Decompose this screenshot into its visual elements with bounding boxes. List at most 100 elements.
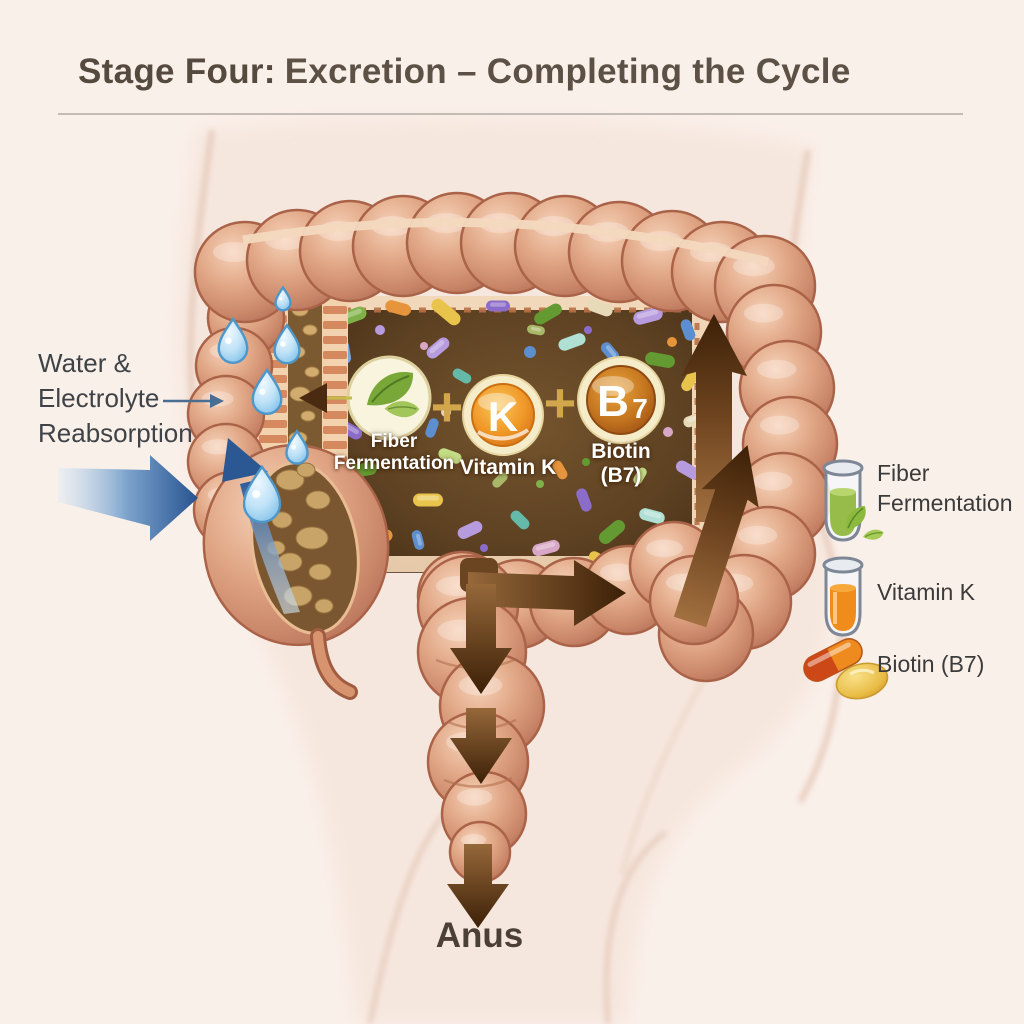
haustra-highlight <box>759 415 800 435</box>
haustra-highlight <box>201 439 234 455</box>
test-tube-fiber-icon <box>822 459 884 544</box>
bacterium-body <box>558 333 586 351</box>
bacterium-body <box>534 303 562 325</box>
pebble <box>296 462 316 478</box>
legend-label-biotin: Biotin (B7) <box>877 651 985 677</box>
b7-digit-7: 7 <box>632 393 648 424</box>
bacterium-body <box>576 488 592 512</box>
bacterium-dot <box>667 337 677 347</box>
label-pointer-head <box>210 394 224 408</box>
water-droplets <box>219 288 308 522</box>
bacterium <box>385 300 411 316</box>
fiber-label-line: Fiber <box>370 431 418 452</box>
bacterium-dot <box>524 346 536 358</box>
bacterium <box>576 488 592 512</box>
bacterium <box>633 467 647 485</box>
down-arrow-icon <box>450 708 512 784</box>
vitamin-k-letter: K <box>488 393 518 440</box>
bacterium-body <box>532 539 560 557</box>
bacterium-body <box>492 472 508 488</box>
pebble <box>275 469 305 491</box>
vitamin-k-badge: K <box>462 374 544 456</box>
bacterium <box>587 299 613 317</box>
ladder-rung <box>323 381 347 389</box>
haustra-highlight <box>460 834 486 846</box>
fiber-fermentation-badge <box>299 355 432 441</box>
ladder-rung <box>259 435 287 443</box>
water-drop-highlight <box>278 297 283 301</box>
haustra-highlight <box>213 242 255 262</box>
bacterium-shine <box>636 309 659 319</box>
bacterium <box>558 333 586 351</box>
ladder-rung <box>323 426 347 434</box>
up-arrow-icon <box>673 445 759 628</box>
fiber-label-line: Fermentation <box>333 453 455 474</box>
appendix <box>313 631 355 697</box>
fecal-flow-arrows <box>447 314 759 928</box>
ladder-rung <box>323 351 347 359</box>
haustra-highlight <box>752 471 793 491</box>
legend-label-fiber: Fiber Fermentation <box>877 460 1013 516</box>
test-tube-vitamin-k-icon <box>822 556 864 637</box>
ladder-rung <box>323 411 347 419</box>
bacterium <box>413 493 443 507</box>
bacterium <box>532 539 560 557</box>
title-divider <box>58 113 963 115</box>
water-label-line: Water & <box>38 348 131 378</box>
bacterium-dot <box>375 325 385 335</box>
bacterium-body <box>681 368 699 392</box>
haustra-highlight <box>599 563 637 582</box>
title-rest: Excretion – Completing the Cycle <box>284 52 851 91</box>
b7-letter-b: B <box>597 377 629 426</box>
bacterium <box>645 352 675 368</box>
pebble <box>305 490 331 510</box>
haustra-highlight <box>645 539 683 558</box>
bacterium <box>510 510 530 530</box>
bacterium <box>486 300 510 312</box>
bacterium <box>425 418 439 438</box>
water-label-line: Electrolyte <box>38 383 160 413</box>
bacterium <box>527 324 545 336</box>
water-drop-highlight <box>252 490 261 499</box>
bacterium-shine <box>531 326 542 332</box>
bacterium-dot <box>663 427 673 437</box>
bacterium <box>426 337 450 359</box>
water-drop-highlight <box>291 444 296 450</box>
wall-pointer-arrow-icon <box>299 383 327 413</box>
bacterium-body <box>633 307 663 325</box>
bacterium-body <box>552 460 568 480</box>
bacterium-body <box>425 418 439 438</box>
bacterium-body <box>645 352 675 368</box>
pebble <box>308 563 332 581</box>
haustra-highlight <box>743 303 784 323</box>
bacterium-body <box>587 299 613 317</box>
bacterium <box>598 520 626 544</box>
bacterium <box>633 307 663 325</box>
bacterium-dot <box>480 544 488 552</box>
bacterium-shine <box>535 542 556 551</box>
page-title: Stage Four:Excretion – Completing the Cy… <box>78 52 851 92</box>
water-drop-highlight <box>225 337 232 344</box>
bacterium-body <box>639 508 665 524</box>
bacterium <box>452 368 472 384</box>
bacterium-dot <box>536 480 544 488</box>
blue-curved-arrow-head <box>222 438 268 482</box>
anus-exit-arrow-icon <box>447 844 509 928</box>
legend-icons <box>803 459 889 700</box>
capsule-pills-icon <box>803 638 889 700</box>
ladder-rung <box>323 306 347 314</box>
bacterium <box>681 368 699 392</box>
bacterium-body <box>675 460 701 480</box>
bacterium-body <box>385 300 411 316</box>
plus-icon: + <box>544 371 577 434</box>
biotin-b7-label: Biotin (B7) <box>546 440 696 488</box>
bacterium-body <box>527 324 545 336</box>
ladder-rung <box>323 321 347 329</box>
water-electrolyte-label: Water & Electrolyte Reabsorption <box>38 346 193 451</box>
bacterium-dot <box>441 407 451 417</box>
pebble <box>300 410 316 422</box>
down-arrow-icon <box>450 584 512 694</box>
haustra-highlight <box>737 525 778 545</box>
bacterium <box>680 319 696 341</box>
